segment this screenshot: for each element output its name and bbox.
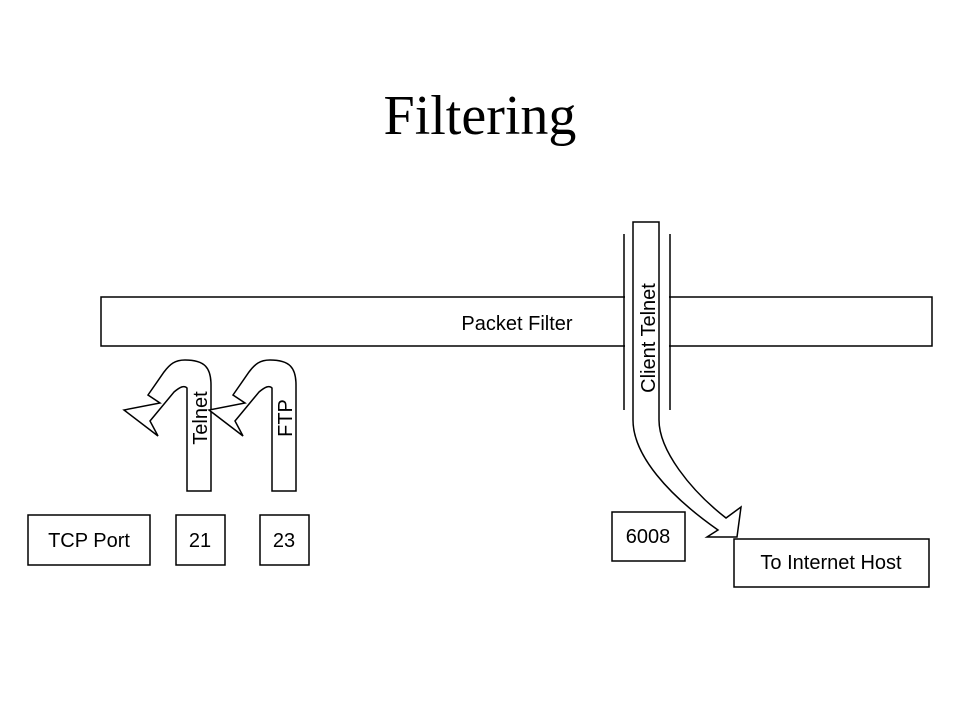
page-title: Filtering [383,85,577,147]
tcp-port-label: TCP Port [48,530,130,552]
internet-host-box: To Internet Host [733,538,930,588]
telnet-arrow: Telnet [122,359,212,492]
internet-host-label: To Internet Host [760,552,902,574]
tcp-port-box: TCP Port [27,514,151,566]
packet-filter-label: Packet Filter [461,313,572,335]
port-23-label: 23 [273,530,295,552]
port-6008-label: 6008 [626,526,671,548]
client-telnet-label: Client Telnet [638,283,660,393]
packet-filter: Packet Filter [100,296,933,347]
telnet-label: Telnet [190,391,212,445]
ftp-arrow: FTP [207,359,297,492]
port-21-label: 21 [189,530,211,552]
port-23-box: 23 [259,514,310,566]
ftp-label: FTP [275,399,297,437]
port-21-box: 21 [175,514,226,566]
client-telnet-arrow: Client Telnet [632,221,742,538]
port-6008-box: 6008 [611,511,686,562]
packet-filter-box [100,296,933,347]
